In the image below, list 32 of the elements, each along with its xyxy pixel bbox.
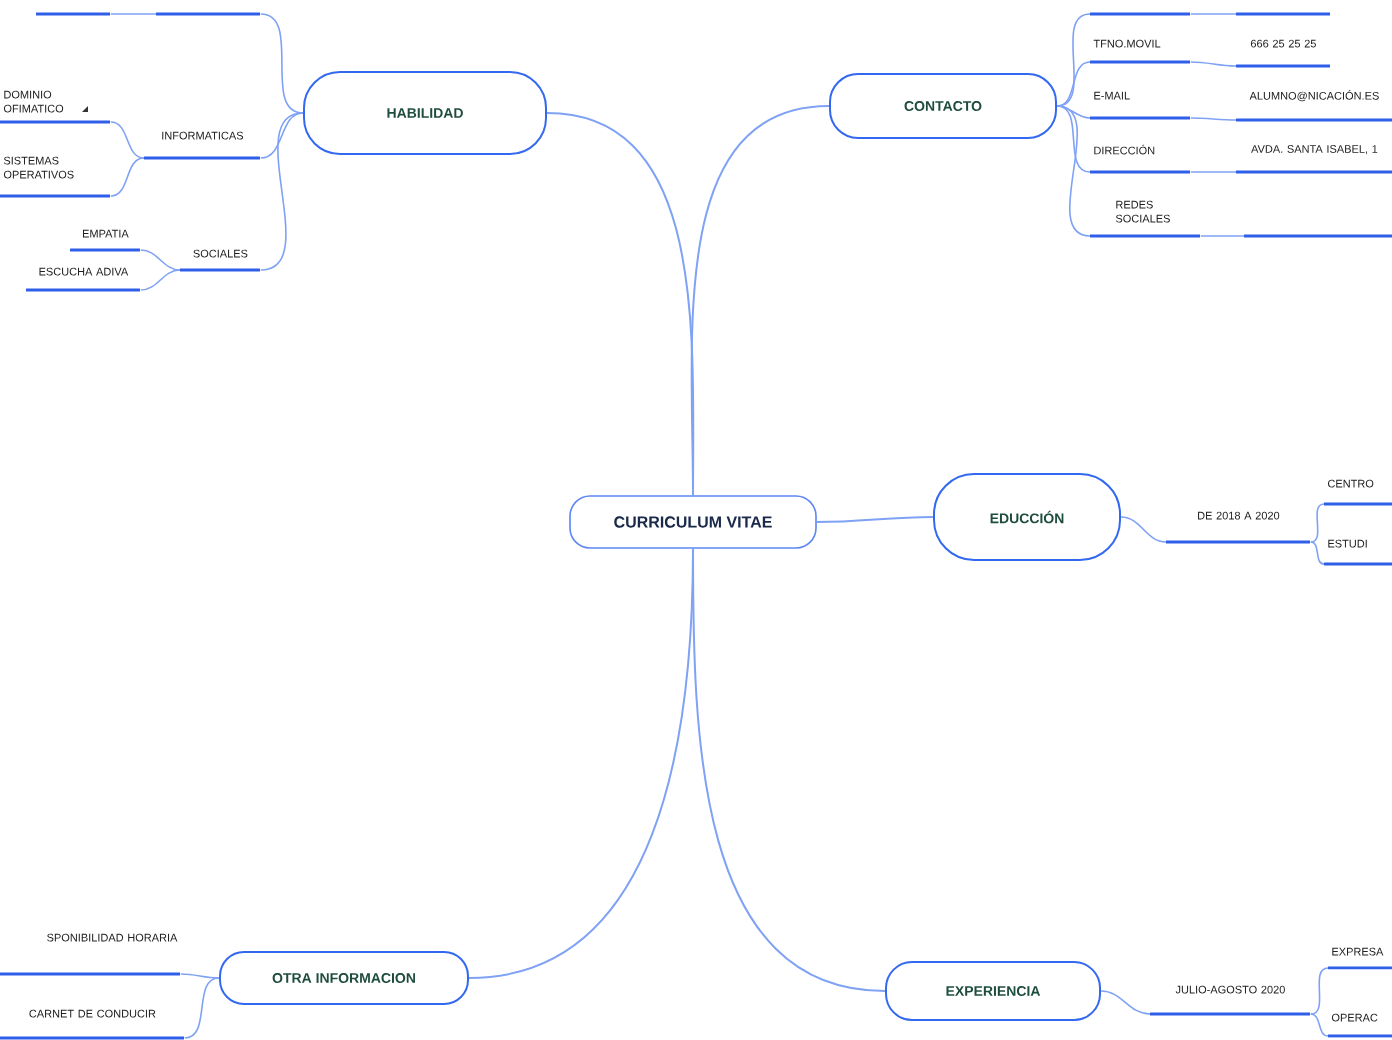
empty-subtopic-line: [1236, 12, 1330, 16]
empty-subtopic-line: [1244, 234, 1392, 238]
connector: [110, 121, 145, 159]
empty-subtopic-line: [1090, 12, 1190, 16]
central-topic-box: CURRICULUM VITAE: [569, 495, 817, 549]
connector: [1056, 105, 1091, 173]
connector: [1190, 171, 1237, 173]
connector: [140, 249, 181, 271]
connector: [110, 13, 157, 15]
connector: [1120, 516, 1167, 543]
connector: [1200, 235, 1245, 237]
connector: [1190, 61, 1237, 67]
connector: [815, 516, 934, 523]
connector: [1310, 541, 1325, 565]
connector: [184, 977, 220, 1039]
empty-subtopic-line: [156, 12, 260, 16]
connector: [1310, 503, 1325, 543]
connector: [260, 112, 304, 159]
connector: [1100, 990, 1151, 1015]
empty-subtopic-line: [36, 12, 110, 16]
connector: [260, 112, 304, 271]
connector: [1056, 61, 1091, 107]
connector: [260, 13, 304, 114]
connector: [1310, 1013, 1329, 1037]
connector: [110, 157, 145, 197]
connector: [1190, 117, 1237, 121]
connector: [546, 112, 695, 497]
connector: [1056, 105, 1091, 237]
connector: [140, 269, 181, 291]
connector: [180, 973, 220, 979]
connector: [1190, 13, 1237, 15]
connector: [1310, 967, 1329, 1015]
